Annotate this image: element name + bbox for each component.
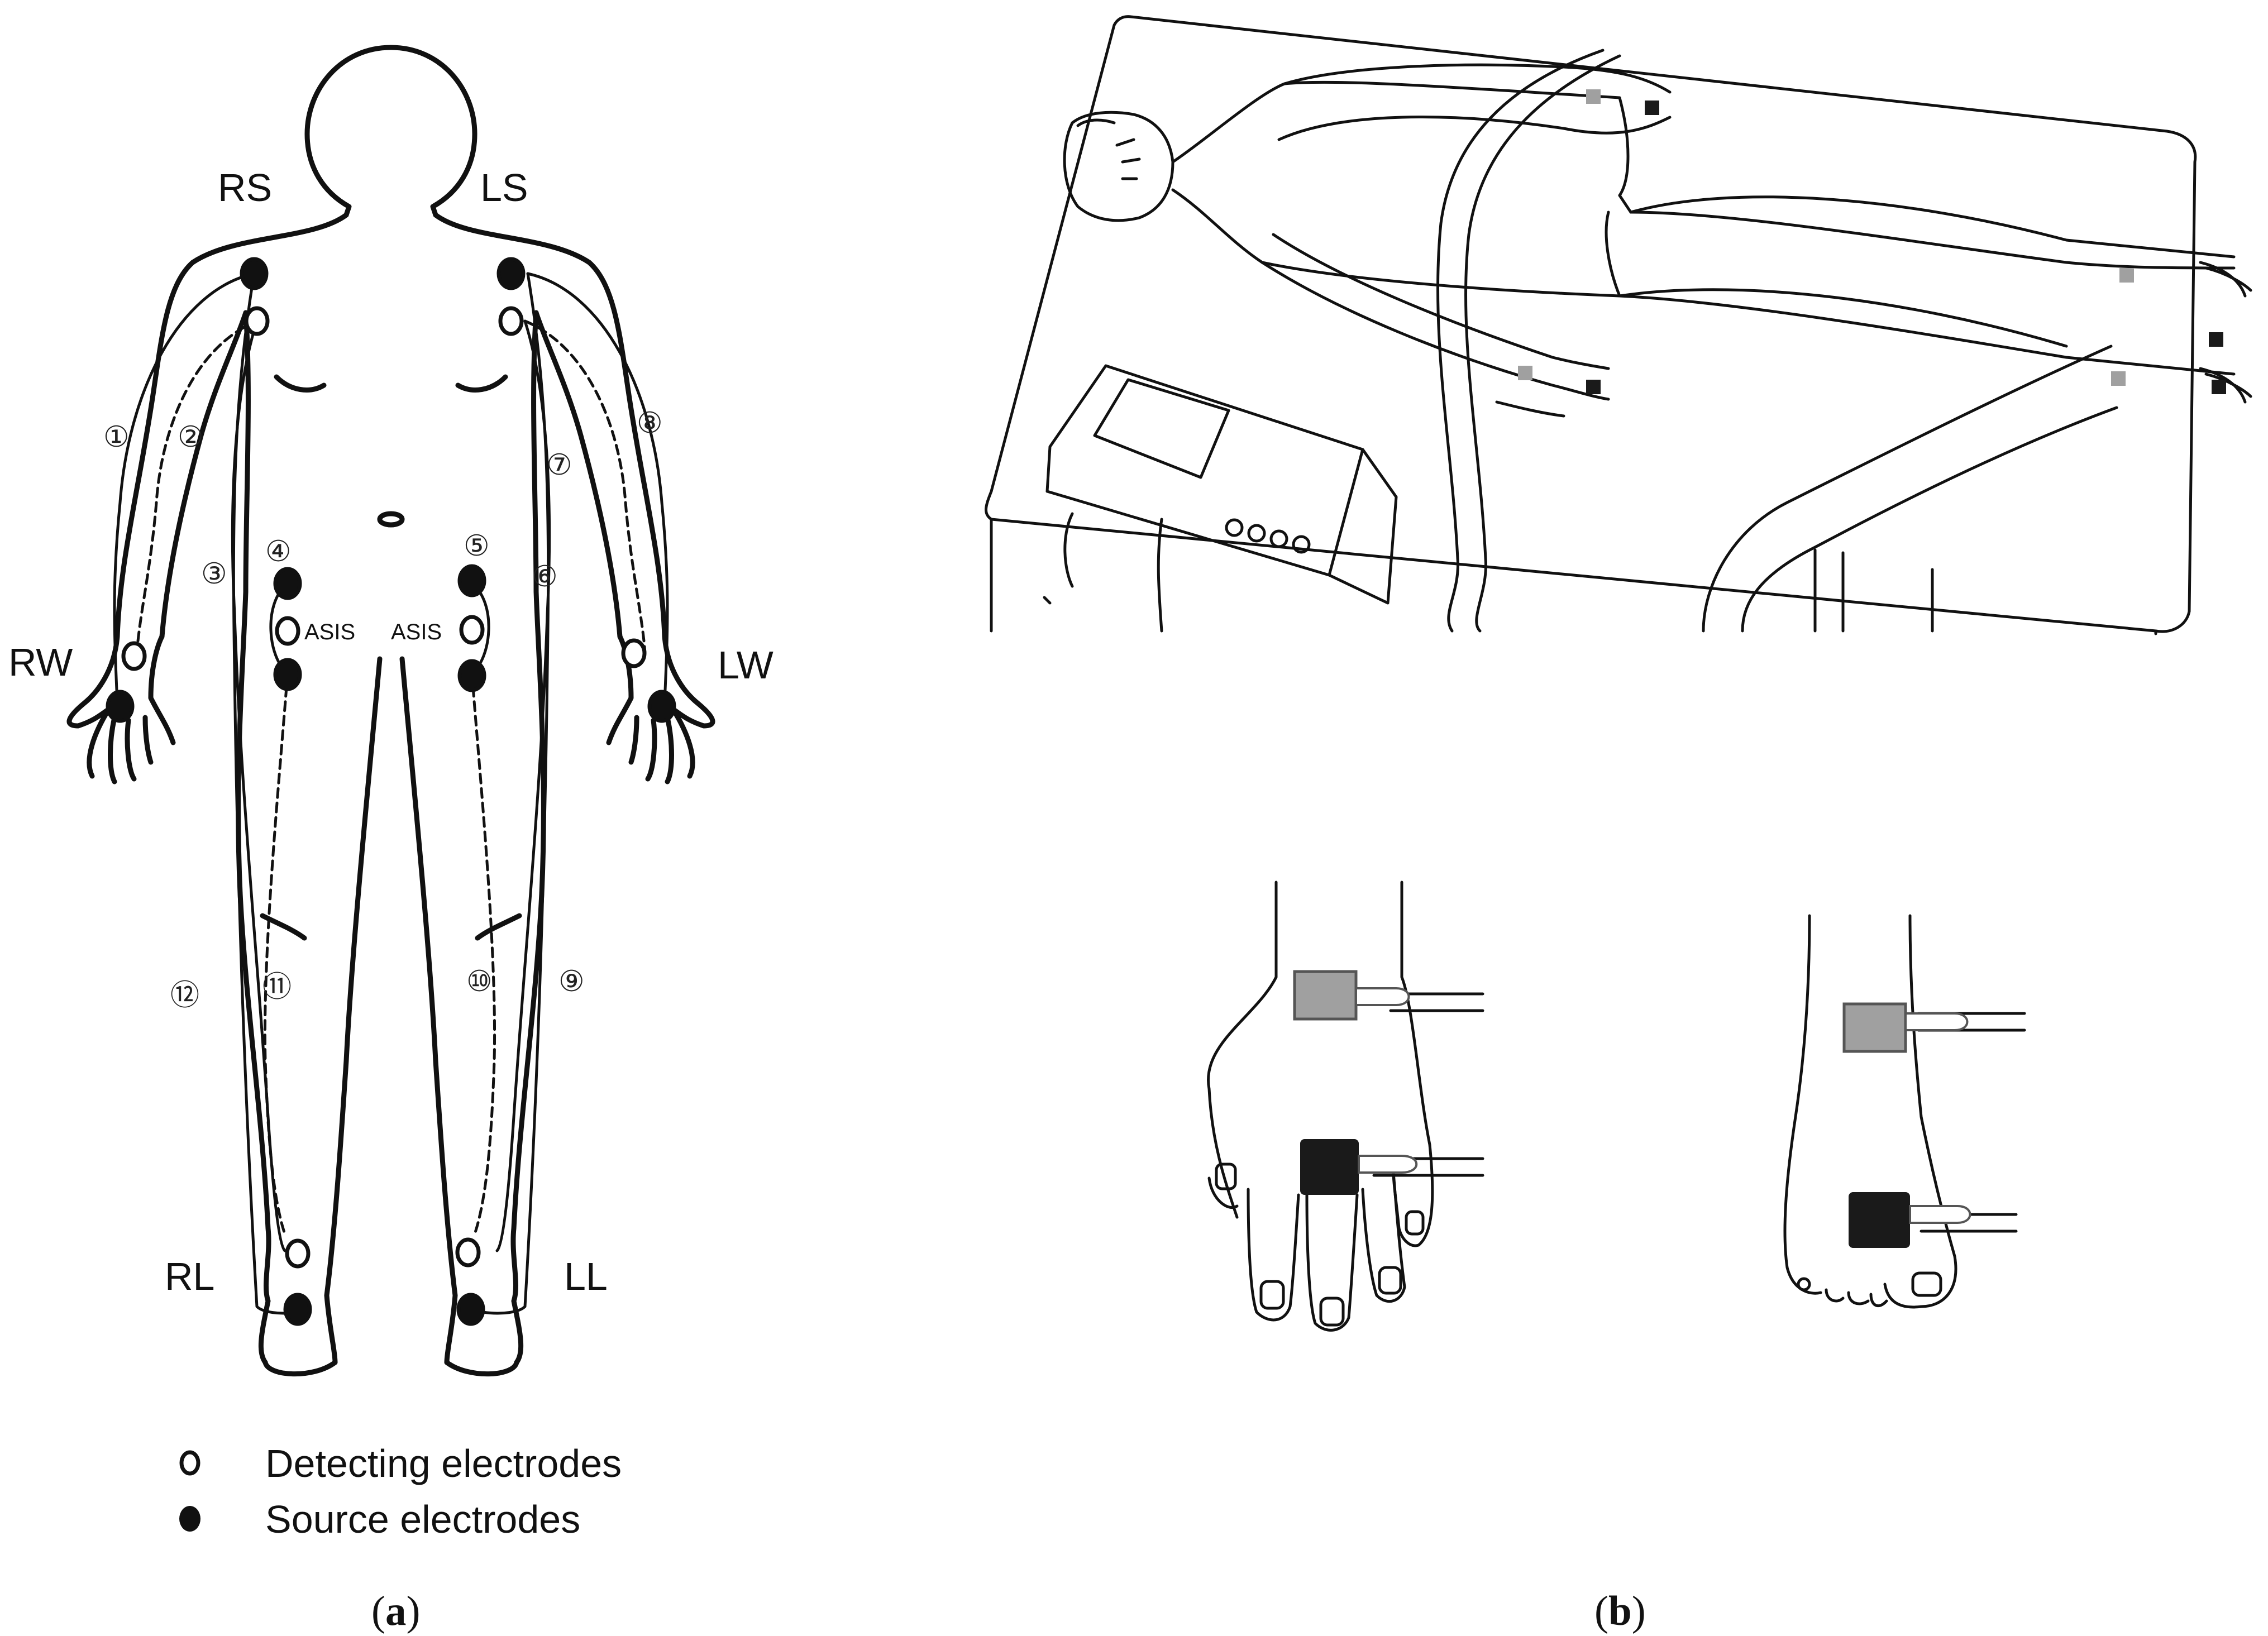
electrodes [106, 257, 676, 1326]
source-electrode-lw [647, 690, 676, 723]
clip-black-right-toe [2209, 332, 2223, 347]
source-electrode-rl [283, 1293, 312, 1326]
source-electrode-rw [106, 690, 135, 723]
legend-detecting-marker [179, 1450, 200, 1476]
detecting-electrode-ls [498, 306, 524, 336]
legend-detecting-label: Detecting electrodes [265, 1442, 622, 1485]
path-number-5: ⑤ [464, 529, 490, 563]
clip-grey-left-ankle [2111, 371, 2126, 386]
detecting-electrode-rl [285, 1238, 311, 1269]
site-label-ls: LS [480, 166, 528, 209]
foot-closeup [1783, 914, 2026, 1309]
panel-a-caption: (a) [371, 1588, 420, 1634]
site-label-rl: RL [165, 1255, 214, 1298]
path-number-10: ⑩ [466, 965, 493, 998]
path-number-11: ⑪ [262, 970, 292, 1004]
legend-source-marker [179, 1506, 200, 1532]
supine-patient-illustration [985, 15, 2252, 635]
clip-grey-left-wrist [1518, 366, 1532, 380]
site-label-asis-right: ASIS [304, 620, 355, 644]
path-number-9: ⑨ [558, 965, 585, 998]
source-electrode-asis-right-upper [273, 567, 302, 600]
source-electrode-asis-left-lower [457, 659, 486, 692]
detecting-electrode-ll [455, 1237, 481, 1267]
clip-grey-right-ankle [2119, 268, 2134, 283]
source-electrode-ls [496, 257, 526, 290]
detecting-electrode-rs [244, 306, 270, 336]
site-label-ll: LL [564, 1255, 608, 1298]
path-number-4: ④ [265, 535, 292, 568]
site-label-rs: RS [218, 166, 272, 209]
path-numbers: ① ② ③ ④ ⑤ ⑥ ⑦ ⑧ ⑨ ⑩ ⑪ ⑫ [103, 406, 663, 1012]
detecting-electrode-asis-right [275, 616, 300, 646]
path-number-8: ⑧ [637, 406, 663, 440]
panel-b: (b) [985, 15, 2252, 1634]
source-electrode-asis-right-lower [273, 658, 302, 691]
source-electrode-rs [240, 257, 269, 290]
source-electrode-asis-left-upper [457, 564, 486, 597]
panel-a: RS LS RW LW RL LL ASIS ASIS ① ② ③ ④ ⑤ ⑥ … [8, 45, 773, 1634]
detecting-electrode-lw [621, 638, 647, 668]
clip-black-right-finger [1645, 101, 1659, 115]
site-label-asis-left: ASIS [391, 620, 442, 644]
hand-black-electrode [1300, 1139, 1359, 1195]
detecting-electrode-asis-left [459, 615, 485, 645]
site-labels: RS LS RW LW RL LL ASIS ASIS [8, 166, 773, 1298]
clip-black-left-toe [2212, 380, 2226, 394]
source-electrode-ll [456, 1293, 485, 1326]
detecting-electrode-rw [121, 641, 147, 671]
panel-b-caption: (b) [1594, 1588, 1646, 1634]
path-number-12: ⑫ [170, 979, 199, 1012]
hand-closeup [1207, 881, 1484, 1332]
foot-black-electrode [1849, 1192, 1910, 1248]
site-label-rw: RW [8, 640, 73, 684]
path-number-6: ⑥ [532, 560, 558, 594]
patient-electrode-clips [1518, 89, 2226, 394]
clip-black-left-finger [1586, 380, 1601, 394]
body-outline [66, 45, 715, 1377]
path-number-1: ① [103, 420, 130, 454]
legend: Detecting electrodes Source electrodes [179, 1442, 622, 1541]
measurement-paths [113, 272, 669, 1315]
path-number-2: ② [178, 420, 204, 454]
site-label-lw: LW [718, 643, 773, 687]
path-number-7: ⑦ [546, 448, 572, 482]
hand-grey-electrode [1293, 970, 1358, 1021]
foot-grey-electrode [1842, 1002, 1907, 1053]
clip-grey-right-wrist [1586, 89, 1601, 104]
path-number-3: ③ [201, 557, 227, 591]
legend-source-label: Source electrodes [265, 1498, 580, 1541]
